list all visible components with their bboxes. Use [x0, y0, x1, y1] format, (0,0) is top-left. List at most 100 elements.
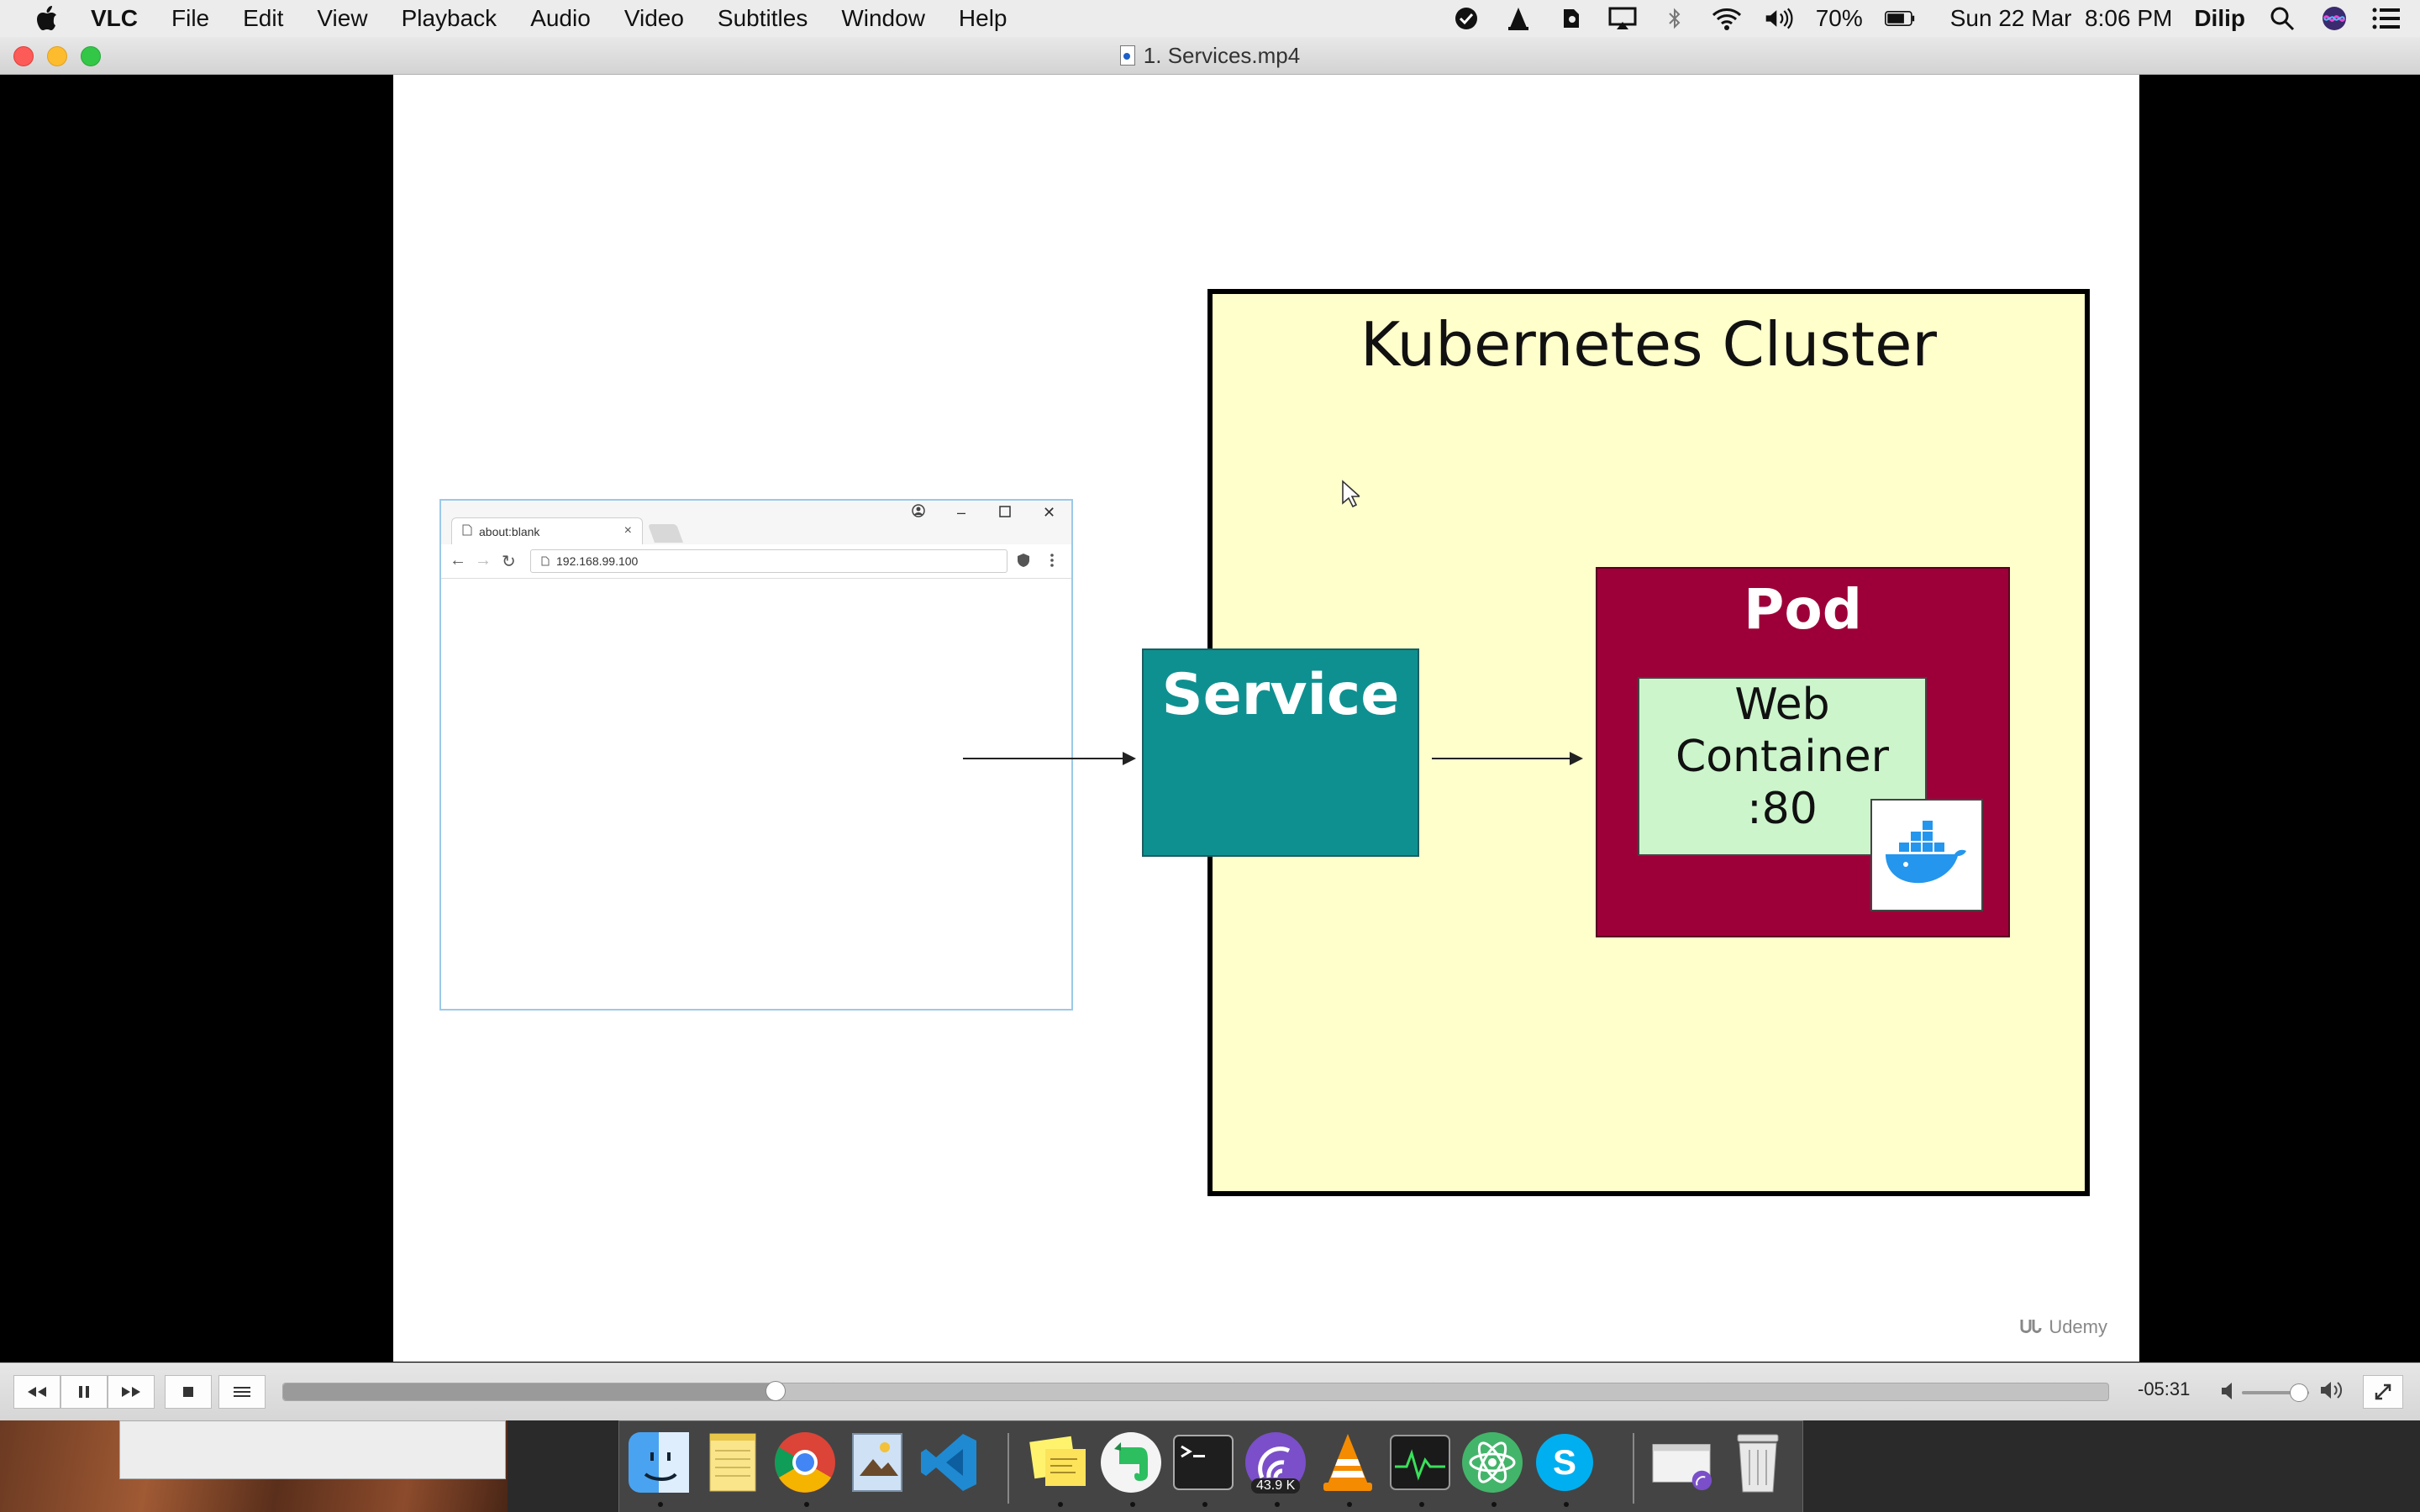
menu-edit[interactable]: Edit	[243, 5, 284, 31]
trash-icon[interactable]	[1725, 1430, 1791, 1495]
chrome-icon[interactable]	[772, 1430, 838, 1495]
downloads-icon[interactable]	[1649, 1430, 1715, 1495]
checkmark-status-icon[interactable]	[1451, 3, 1481, 34]
menu-file[interactable]: File	[171, 5, 210, 31]
window-close-button[interactable]	[13, 46, 34, 66]
tor-icon[interactable]: 43.9 K	[1243, 1430, 1308, 1495]
running-indicator	[658, 1502, 663, 1507]
wifi-icon[interactable]	[1712, 3, 1742, 34]
fast-forward-button[interactable]	[108, 1375, 155, 1409]
stop-button[interactable]	[165, 1375, 212, 1409]
rewind-button[interactable]	[13, 1375, 60, 1409]
activity-monitor-icon[interactable]	[1387, 1430, 1453, 1495]
seek-bar-progress	[283, 1383, 776, 1400]
running-indicator	[1491, 1502, 1497, 1507]
menu-playback[interactable]: Playback	[401, 5, 497, 31]
window-title-text: 1. Services.mp4	[1143, 42, 1301, 68]
menu-video[interactable]: Video	[623, 5, 684, 31]
preview-icon[interactable]	[844, 1430, 910, 1495]
window-title-bar: 1. Services.mp4	[0, 37, 2420, 75]
battery-icon[interactable]	[1884, 3, 1915, 34]
menubar-user[interactable]: Dilip	[2194, 5, 2245, 31]
maximize-icon	[999, 504, 1011, 522]
vlc-icon[interactable]	[1315, 1430, 1381, 1495]
page-icon	[541, 556, 550, 566]
background-window[interactable]	[119, 1420, 506, 1479]
spotlight-search-icon[interactable]	[2267, 3, 2297, 34]
dock: 43.9 K S	[618, 1420, 1803, 1512]
mouse-pointer-icon	[1341, 480, 1362, 512]
browser-address-bar: 192.168.99.100	[530, 549, 1007, 573]
vlc-status-icon[interactable]	[1503, 3, 1534, 34]
volume-slider-handle[interactable]	[2290, 1383, 2308, 1402]
web-container-box: Web Container :80	[1638, 677, 1927, 856]
vscode-icon[interactable]	[917, 1430, 982, 1495]
docker-whale-icon	[1870, 799, 1983, 911]
arrow-service-to-pod	[1432, 752, 1583, 765]
dock-separator	[1007, 1433, 1009, 1504]
menu-subtitles[interactable]: Subtitles	[717, 5, 808, 31]
running-indicator	[1202, 1502, 1207, 1507]
udemy-watermark-text: Udemy	[2049, 1316, 2107, 1337]
bluetooth-icon[interactable]	[1660, 3, 1690, 34]
volume-icon[interactable]	[1764, 3, 1794, 34]
stickies-icon[interactable]	[1026, 1430, 1092, 1495]
terminal-icon[interactable]	[1171, 1430, 1236, 1495]
desktop-wallpaper	[0, 1420, 508, 1512]
skype-icon[interactable]: S	[1532, 1430, 1597, 1495]
seek-bar-handle[interactable]	[765, 1381, 786, 1401]
pod-label: Pod	[1744, 577, 1862, 642]
service-label: Service	[1161, 662, 1400, 728]
menu-window[interactable]: Window	[841, 5, 925, 31]
tab-close-icon: ×	[623, 523, 632, 538]
running-indicator	[1275, 1502, 1280, 1507]
airplay-icon[interactable]	[1607, 3, 1638, 34]
browser-mockup: about:blank × – ✕ ← → ↻ 192.16	[439, 499, 1073, 1011]
video-area[interactable]: about:blank × – ✕ ← → ↻ 192.16	[0, 75, 2420, 1362]
fullscreen-button[interactable]	[2363, 1375, 2403, 1409]
running-indicator	[1564, 1502, 1569, 1507]
video-frame-slide: about:blank × – ✕ ← → ↻ 192.16	[393, 75, 2139, 1362]
menu-view[interactable]: View	[317, 5, 368, 31]
notes-icon[interactable]	[700, 1430, 765, 1495]
dock-separator	[1633, 1433, 1634, 1504]
battery-percent: 70%	[1815, 5, 1863, 31]
playlist-button[interactable]	[218, 1375, 266, 1409]
window-minimize-button[interactable]	[47, 46, 67, 66]
siri-icon[interactable]	[2319, 3, 2349, 34]
fullscreen-icon	[2375, 1383, 2391, 1400]
menu-bar: VLC File Edit View Playback Audio Video …	[0, 0, 2420, 37]
notification-center-icon[interactable]	[2371, 3, 2402, 34]
window-zoom-button[interactable]	[81, 46, 101, 66]
reload-icon: ↻	[502, 553, 516, 571]
volume-max-icon[interactable]	[2319, 1378, 2344, 1406]
volume-slider[interactable]	[2242, 1383, 2309, 1402]
evernote-icon[interactable]	[1098, 1430, 1164, 1495]
menu-audio[interactable]: Audio	[530, 5, 591, 31]
apple-menu-icon[interactable]	[30, 0, 64, 37]
pause-icon	[79, 1386, 89, 1398]
dock-badge: 43.9 K	[1251, 1478, 1301, 1494]
atom-icon[interactable]	[1460, 1430, 1525, 1495]
menubar-clock[interactable]: Sun 22 Mar 8:06 PM	[1949, 5, 2173, 31]
running-indicator	[804, 1502, 809, 1507]
running-indicator	[1130, 1502, 1135, 1507]
menu-app-vlc[interactable]: VLC	[91, 5, 138, 31]
pause-button[interactable]	[60, 1375, 108, 1409]
page-icon	[462, 524, 472, 538]
evernote-status-icon[interactable]	[1555, 3, 1586, 34]
seek-bar[interactable]	[282, 1381, 2109, 1401]
menu-help[interactable]: Help	[958, 5, 1007, 31]
time-remaining[interactable]: -05:31	[2138, 1378, 2191, 1399]
back-arrow-icon: ←	[450, 551, 466, 570]
cluster-title: Kubernetes Cluster	[1360, 309, 1937, 380]
profile-icon	[912, 504, 925, 522]
volume-mute-icon[interactable]	[2220, 1380, 2237, 1406]
rewind-icon	[28, 1387, 46, 1397]
container-line-1: Web	[1734, 680, 1830, 730]
finder-icon[interactable]	[626, 1430, 692, 1495]
container-line-3: :80	[1747, 784, 1818, 834]
document-icon	[1119, 45, 1135, 66]
fast-forward-icon	[122, 1387, 140, 1397]
arrow-browser-to-service	[963, 752, 1136, 765]
